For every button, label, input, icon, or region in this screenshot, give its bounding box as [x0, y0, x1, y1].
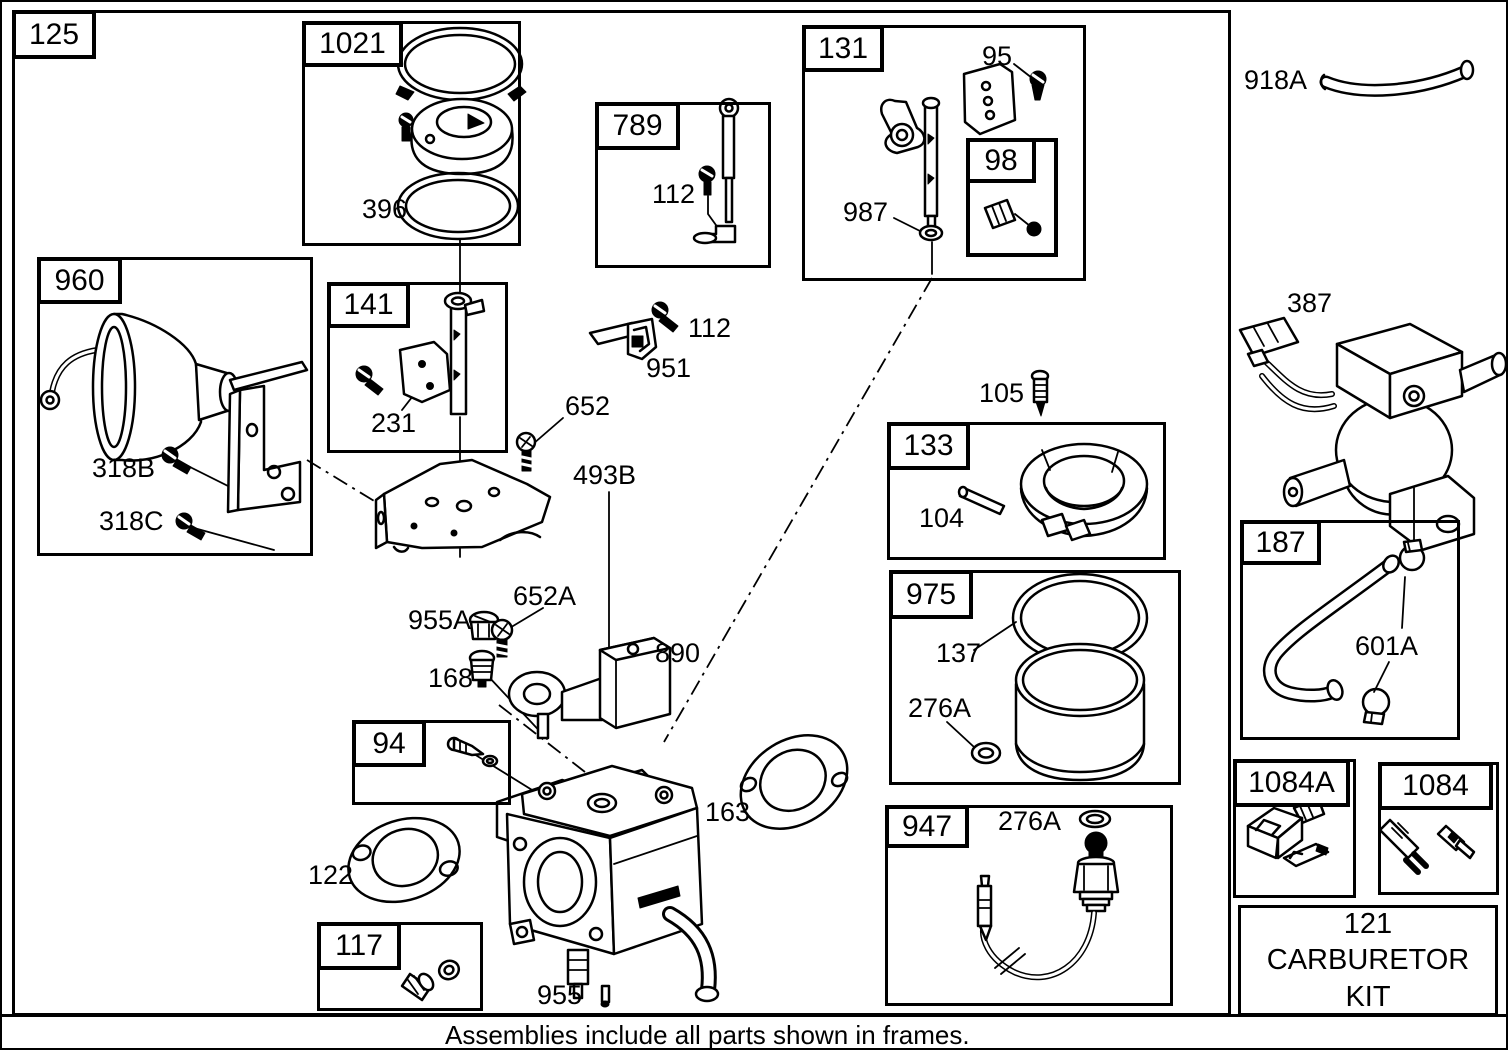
caption-bar: Assemblies include all parts shown in fr… [2, 1014, 1506, 1050]
hose-918a-illustration [1319, 59, 1475, 97]
frame-117-label: 117 [317, 922, 401, 970]
part-label-276a-bowl: 276A [908, 693, 972, 723]
plug-117-illustration [400, 959, 461, 1002]
clip-951-illustration [588, 317, 658, 361]
frame-960-label: 960 [37, 257, 122, 304]
part-label-168: 168 [428, 663, 474, 693]
part-label-112-789: 112 [652, 179, 696, 209]
part-label-387: 387 [1287, 288, 1333, 318]
float-133-illustration [957, 442, 1149, 542]
frame-133-number: 133 [903, 429, 954, 462]
needle-105-illustration [1030, 369, 1050, 417]
part-label-112: 112 [688, 313, 732, 343]
frame-133-label: 133 [887, 422, 970, 470]
frame-789-number: 789 [612, 109, 663, 142]
part-label-396: 396 [362, 194, 408, 224]
frame-1084-label: 1084 [1378, 762, 1493, 810]
frame-1021-label: 1021 [302, 21, 403, 67]
bracket-890-illustration [507, 636, 672, 740]
frame-187-number: 187 [1255, 525, 1306, 559]
part-label-318b: 318B [92, 453, 156, 483]
screw-652-illustration [515, 431, 537, 472]
frame-1021-number: 1021 [319, 27, 386, 60]
gasket-122-illustration [347, 816, 461, 904]
gasket-163-illustration [739, 734, 849, 830]
screw-112-illustration [651, 301, 679, 333]
frame-1084a-number: 1084A [1248, 766, 1335, 799]
choke-rod-illustration [692, 97, 740, 245]
part-label-652: 652 [565, 391, 611, 421]
frame-131-label: 131 [802, 25, 884, 72]
carburetor-kit-box: 121 CARBURETOR KIT [1238, 905, 1498, 1016]
part-label-137: 137 [936, 638, 982, 668]
part-label-318c: 318C [99, 506, 164, 536]
frame-975-number: 975 [905, 577, 957, 611]
part-label-652a: 652A [513, 581, 577, 611]
connector-1084a-illustration [1246, 796, 1330, 868]
needle-94-illustration [446, 736, 499, 768]
part-label-163: 163 [705, 797, 751, 827]
part-label-276a-solenoid: 276A [998, 806, 1062, 836]
part-label-890: 890 [655, 638, 701, 668]
frame-131-number: 131 [817, 31, 869, 65]
screw-652a-illustration [490, 618, 514, 658]
carburetor-body-illustration [495, 764, 720, 1008]
frame-125-number: 125 [28, 17, 80, 51]
part-label-987: 987 [843, 197, 889, 227]
caption-text: Assemblies include all parts shown in fr… [445, 1020, 970, 1050]
cap-955a-illustration [468, 610, 500, 641]
oring-276a-bowl-illustration [970, 741, 1002, 765]
part-label-104: 104 [919, 503, 965, 533]
vacuum-actuator-illustration [39, 312, 309, 541]
hose-187-illustration [1262, 538, 1426, 726]
frame-187-label: 187 [1240, 520, 1321, 565]
frame-1084-number: 1084 [1402, 769, 1469, 802]
frame-975-label: 975 [889, 570, 973, 619]
frame-94-number: 94 [372, 726, 406, 760]
part-label-951: 951 [646, 353, 692, 383]
fuel-pump-illustration [1238, 316, 1506, 552]
part-label-955: 955 [537, 980, 583, 1010]
frame-94-label: 94 [352, 720, 426, 767]
frame-789-label: 789 [595, 102, 680, 150]
plug-168-illustration [468, 649, 496, 688]
fuel-bowl-illustration [1011, 572, 1149, 782]
bracket-493b-illustration [374, 458, 552, 553]
frame-1084a-label: 1084A [1233, 759, 1350, 807]
air-cleaner-illustration [395, 26, 527, 241]
frame-141-label: 141 [327, 282, 410, 328]
frame-98-label: 98 [966, 138, 1036, 183]
frame-125-label: 125 [12, 10, 96, 59]
part-label-105: 105 [979, 378, 1025, 408]
fuel-solenoid-illustration [976, 809, 1120, 981]
part-label-601a: 601A [1355, 631, 1419, 661]
part-label-231: 231 [371, 408, 417, 438]
kit-number: 121 [1343, 908, 1393, 941]
throttle-shaft-illustration [880, 62, 1047, 242]
part-label-493b: 493B [573, 460, 637, 490]
choke-shaft-illustration [355, 291, 486, 416]
leader-lines [179, 63, 1406, 748]
frame-117-number: 117 [335, 929, 383, 962]
frame-947-number: 947 [901, 809, 953, 843]
part-label-955a: 955A [408, 605, 472, 635]
terminals-1084-illustration [1378, 818, 1476, 875]
kit-name-line2: KIT [1345, 980, 1391, 1013]
kit-name-line1: CARBURETOR [1266, 944, 1470, 977]
part-label-95: 95 [982, 41, 1013, 71]
frame-141-number: 141 [343, 288, 394, 321]
part-label-122: 122 [308, 860, 354, 890]
frame-947-label: 947 [885, 805, 969, 848]
part-label-918a: 918A [1244, 65, 1308, 95]
frame-960-number: 960 [54, 263, 105, 297]
frame-98-number: 98 [984, 143, 1018, 177]
